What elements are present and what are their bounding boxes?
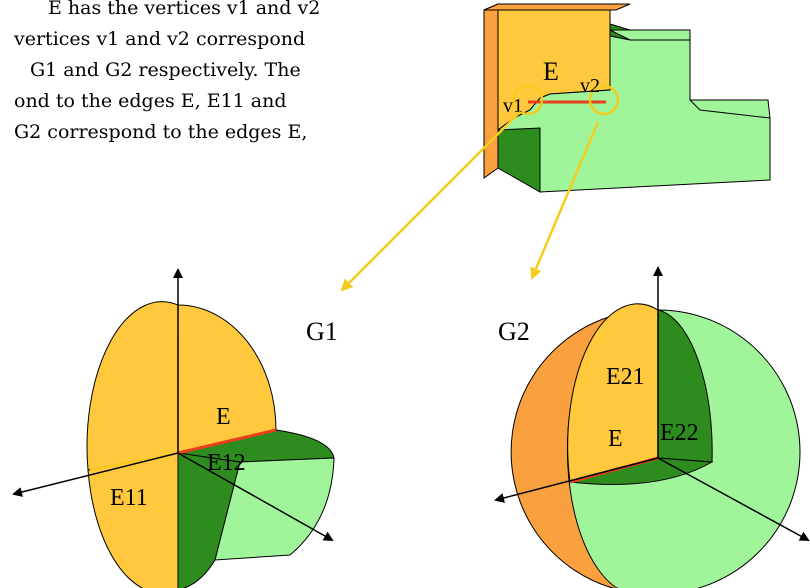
gauss-sphere-g1: G1 E E12 E11 — [12, 268, 338, 588]
g2-axis-y — [657, 457, 810, 541]
g2-label-e: E — [608, 426, 623, 452]
g1-label-e11: E11 — [110, 485, 148, 511]
text-line-1: E has the vertices v1 and v2 — [48, 0, 321, 19]
g2-title: G2 — [498, 317, 530, 346]
callout-arrow-v2 — [530, 121, 600, 280]
g2-label-e22: E22 — [660, 420, 699, 446]
text-line-2: vertices v1 and v2 correspond — [14, 28, 306, 50]
solid-left-side-face — [483, 3, 499, 179]
solid-edge-e-label: E — [543, 57, 559, 86]
g2-label-e21: E21 — [606, 364, 645, 390]
text-line-5: G2 correspond to the edges E, — [14, 121, 308, 143]
solid-model: v1 E v2 — [483, 3, 771, 193]
text-line-4: ond to the edges E, E11 and — [14, 90, 287, 112]
g1-label-e12: E12 — [207, 450, 246, 476]
g1-label-e: E — [216, 404, 231, 430]
g1-yellow-region — [86, 301, 277, 471]
vertex-v2-label: v2 — [580, 75, 600, 97]
g1-yellow-lower — [87, 452, 179, 588]
g1-axis-x — [12, 452, 179, 497]
g2-axis-x — [494, 457, 659, 503]
vertex-v2-highlight — [588, 84, 620, 116]
callout-arrow-v1 — [340, 111, 521, 292]
text-line-3: G1 and G2 respectively. The — [30, 59, 301, 81]
gauss-sphere-g2: G2 E21 E E22 — [494, 266, 810, 588]
g1-arc-yellow — [89, 452, 179, 471]
g2-dark-green-region — [657, 309, 713, 463]
solid-top-back-face — [483, 3, 631, 11]
solid-dark-green-face — [497, 127, 541, 193]
g1-arc-e — [177, 428, 277, 455]
g2-dark-green-strip — [569, 457, 714, 485]
g2-yellow-region — [567, 303, 659, 483]
solid-green-face — [497, 35, 771, 193]
g1-axis-y — [177, 452, 334, 541]
vertex-v1-highlight — [512, 84, 544, 116]
g1-light-green-region — [214, 457, 335, 561]
g1-title: G1 — [306, 317, 338, 346]
vertex-v1-label: v1 — [503, 95, 523, 117]
